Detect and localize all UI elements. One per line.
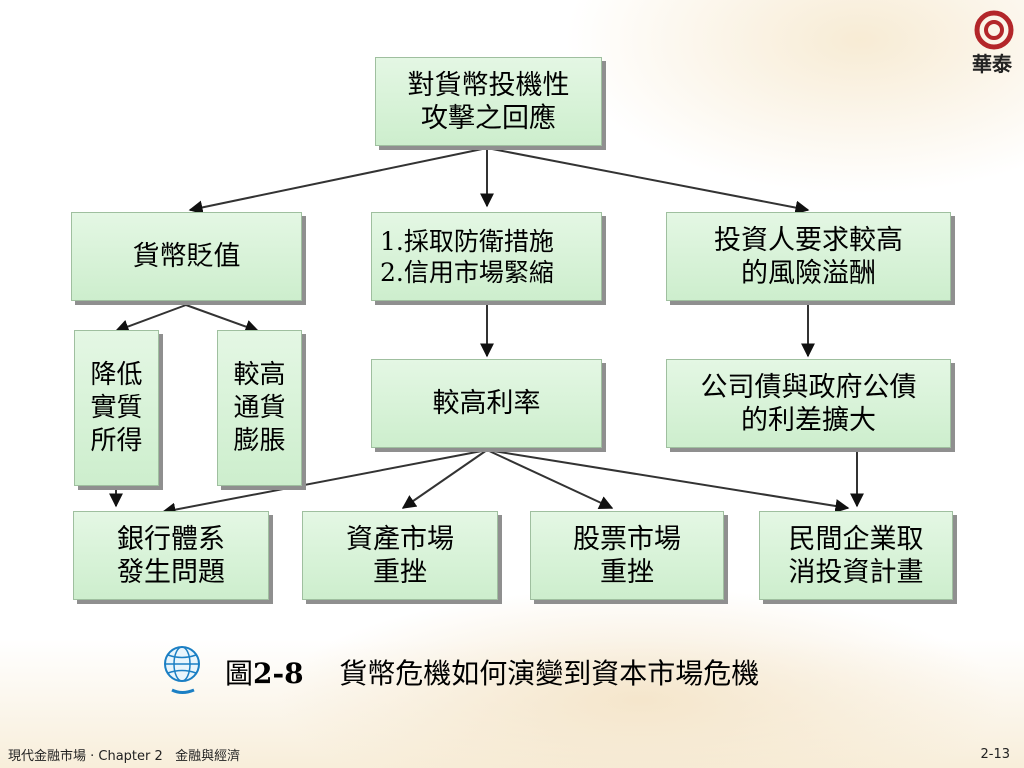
arrow-rate-bank bbox=[161, 449, 488, 517]
node-risk-premium: 投資人要求較高 的風險溢酬 bbox=[666, 212, 951, 301]
figure-title: 貨幣危機如何演變到資本市場危機 bbox=[339, 657, 760, 690]
figure-number: 2-8 bbox=[253, 657, 304, 690]
node-depreciation: 貨幣貶值 bbox=[71, 212, 302, 301]
node-private-invest: 民間企業取 消投資計畫 bbox=[759, 511, 953, 600]
node-defense: 1.採取防衛措施 2.信用市場緊縮 bbox=[371, 212, 602, 301]
brand-logo-icon bbox=[974, 10, 1014, 50]
arrow-root-depreciation bbox=[188, 147, 488, 215]
arrow-depreciation-lower-income bbox=[114, 304, 187, 334]
figure-caption: 圖2-8 貨幣危機如何演變到資本市場危機 bbox=[225, 652, 759, 692]
node-asset-market: 資產市場 重挫 bbox=[302, 511, 498, 600]
figure-prefix: 圖 bbox=[225, 657, 254, 690]
node-root: 對貨幣投機性 攻擊之回應 bbox=[375, 57, 602, 146]
globe-icon bbox=[164, 646, 200, 694]
arrow-rate-asset bbox=[401, 449, 488, 509]
arrow-rate-private bbox=[486, 449, 850, 513]
arrow-depreciation-inflation bbox=[185, 304, 260, 334]
node-lower-income: 降低 實質 所得 bbox=[74, 330, 159, 486]
arrow-root-risk bbox=[486, 147, 810, 215]
node-stock-market: 股票市場 重挫 bbox=[530, 511, 724, 600]
node-spread: 公司債與政府公債 的利差擴大 bbox=[666, 359, 951, 448]
node-higher-inflation: 較高 通貨 膨脹 bbox=[217, 330, 302, 486]
arrow-rate-stock bbox=[486, 449, 614, 510]
footer-page-number: 2-13 bbox=[980, 747, 1010, 762]
brand-logo-text: 華泰 bbox=[972, 52, 1012, 76]
node-higher-rate: 較高利率 bbox=[371, 359, 602, 448]
footer-course-title: 現代金融市場 · Chapter 2 金融與經濟 bbox=[8, 749, 241, 764]
node-bank-problem: 銀行體系 發生問題 bbox=[73, 511, 269, 600]
